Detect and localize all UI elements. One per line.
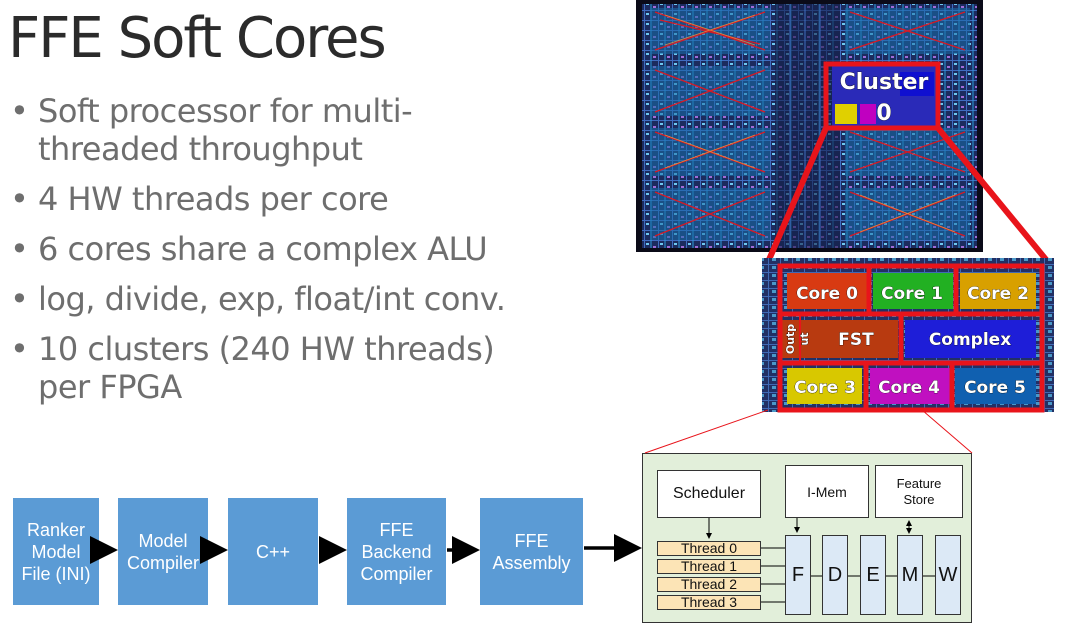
thread-slot: Thread 0 (657, 541, 761, 556)
pipeline-stage: M (897, 535, 923, 615)
core-label: Core 2 (967, 284, 1029, 304)
pipeline-stage: E (860, 535, 886, 615)
complex-label: Complex (929, 330, 1011, 350)
zoom-lines (644, 409, 973, 454)
imem-box: I-Mem (785, 465, 869, 518)
cluster-detail: Core 0 Core 1 Core 2 FST Complex Core 3 … (762, 258, 1054, 413)
fpga-chip-layout: Cluster 0 (636, 0, 983, 252)
core-label: Core 3 (794, 378, 856, 398)
core-label: Core 1 (881, 284, 943, 304)
bullet-item: 6 cores share a complex ALU (10, 230, 550, 268)
thread-slot: Thread 1 (657, 559, 761, 574)
thread-slot: Thread 3 (657, 595, 761, 610)
bullet-item: Soft processor for multi-threaded throug… (10, 92, 550, 168)
core-label: Core 4 (878, 378, 940, 398)
thread-slot: Thread 2 (657, 577, 761, 592)
flow-box-model-compiler: Model Compiler (118, 498, 208, 605)
core-label: Core 5 (964, 378, 1026, 398)
cluster-label: Cluster (840, 70, 929, 95)
bullet-item: 4 HW threads per core (10, 180, 550, 218)
pipeline-stage: D (822, 535, 848, 615)
output-label: ut (798, 332, 811, 345)
bullet-list: Soft processor for multi-threaded throug… (10, 92, 550, 418)
pipeline-stage: F (785, 535, 811, 615)
slide-title: FFE Soft Cores (8, 6, 387, 71)
fst-label: FST (838, 330, 874, 350)
flow-box-ffe-assembly: FFE Assembly (480, 498, 583, 605)
core-label: Core 0 (796, 284, 858, 304)
scheduler-box: Scheduler (657, 470, 761, 518)
feature-store-box: Feature Store (875, 465, 963, 518)
output-label: Outp (784, 324, 797, 354)
cluster-number: 0 (876, 101, 891, 126)
flow-box-cpp: C++ (228, 498, 318, 605)
pipeline-stage: W (935, 535, 961, 615)
bullet-item: log, divide, exp, float/int conv. (10, 280, 550, 318)
pipeline-connectors (706, 518, 935, 603)
flow-box-backend-compiler: FFE Backend Compiler (347, 498, 446, 605)
bullet-item: 10 clusters (240 HW threads) per FPGA (10, 330, 550, 406)
flow-box-ranker-model: Ranker Model File (INI) (13, 498, 99, 605)
zoom-connector (765, 126, 1051, 264)
flow-arrows (90, 534, 642, 564)
